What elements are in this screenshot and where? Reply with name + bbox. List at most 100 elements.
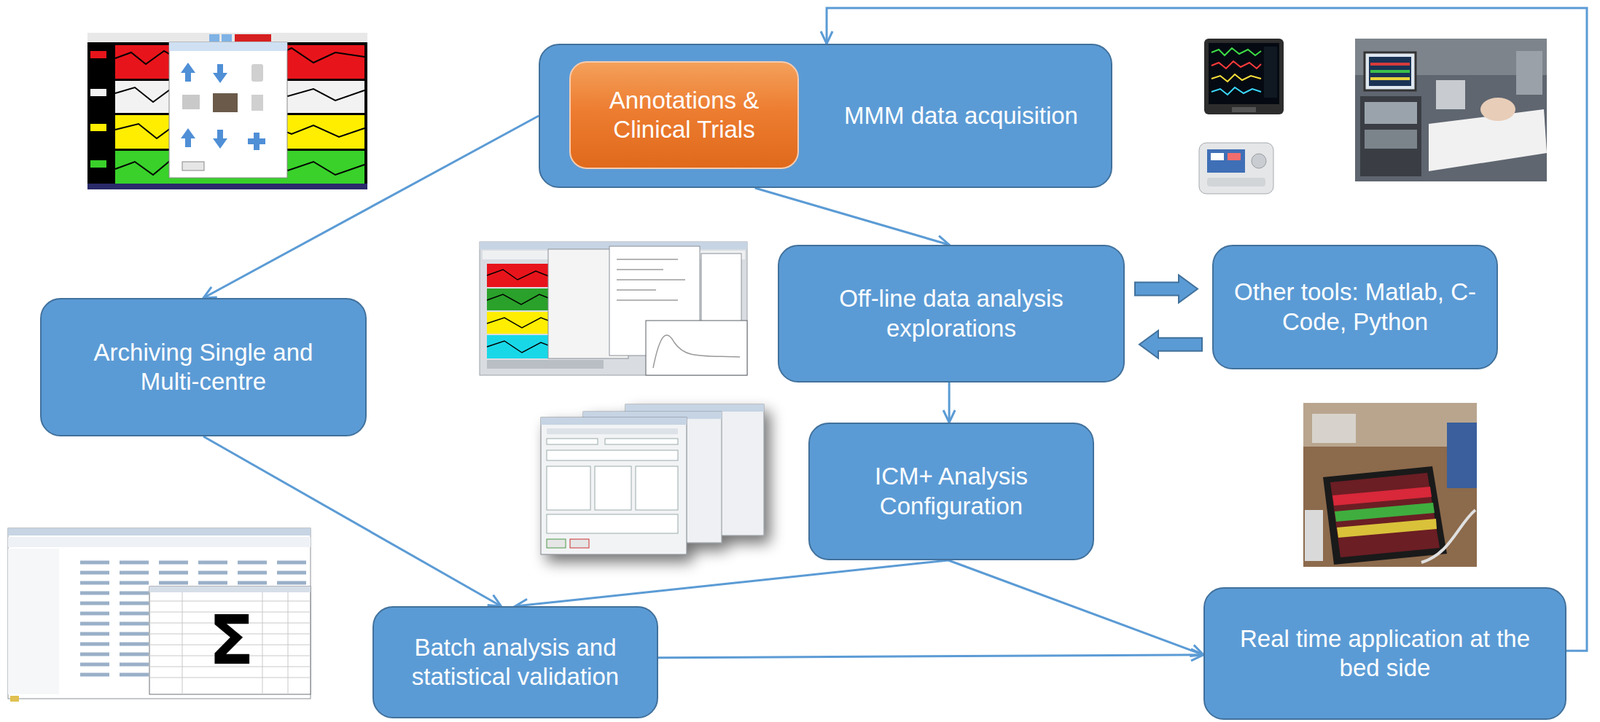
monitor-screenshot-part	[87, 183, 368, 190]
file-explorer-screenshot	[8, 528, 311, 702]
bedside-monitor-part	[1211, 87, 1262, 95]
process-box: Off-line data analysis explorations	[777, 244, 1125, 383]
file-explorer-screenshot-part	[10, 696, 19, 702]
file-grid-part	[80, 642, 154, 647]
file-grid-part	[80, 571, 311, 576]
box-label: ICM+ Analysis Configuration	[852, 462, 1050, 522]
configuration-dialogs-part	[546, 428, 678, 435]
monitor-screenshot-part	[87, 45, 114, 184]
icu-photo-part	[1364, 52, 1416, 91]
analysis-screenshot-part	[616, 290, 657, 291]
monitor-screenshot-part	[212, 64, 228, 84]
box-label: Other tools: Matlab, C-Code, Python	[1229, 277, 1482, 337]
process-box: Other tools: Matlab, C-Code, Python	[1212, 244, 1498, 370]
file-grid-part	[80, 581, 311, 586]
icu-photo-part	[1355, 38, 1547, 182]
bedside-photo-part	[1323, 466, 1447, 565]
spreadsheet-lines-part	[149, 601, 311, 603]
spreadsheet-lines-part	[182, 592, 183, 695]
connector	[515, 560, 949, 607]
analysis-screenshot-part	[616, 279, 686, 281]
file-explorer-screenshot-part	[149, 586, 311, 593]
bedside-monitor-part	[1211, 61, 1262, 69]
bedside-photo-part	[1332, 486, 1432, 506]
infusion-device-part	[1210, 153, 1224, 161]
bedside-monitor-part	[1231, 107, 1256, 113]
analysis-screenshot-part	[616, 300, 678, 302]
file-explorer-screenshot-part	[8, 537, 311, 548]
configuration-dialogs-part	[635, 466, 678, 511]
icu-photo-part	[1370, 69, 1410, 73]
bedside-monitor-part	[1211, 48, 1262, 56]
analysis-screenshot-part	[653, 335, 740, 369]
spreadsheet-lines-part	[262, 592, 264, 695]
bedside-photo-part	[1304, 510, 1324, 562]
process-box: ICM+ Analysis Configuration	[808, 422, 1095, 561]
bedside-photo-part	[1312, 414, 1356, 444]
infusion-device-part	[1227, 153, 1241, 161]
configuration-dialogs-part	[546, 438, 598, 445]
monitor-screenshot-part	[90, 160, 107, 168]
icu-photo	[1355, 38, 1547, 182]
monitor-screenshot-part	[87, 32, 368, 43]
box-label: Batch analysis and statistical validatio…	[387, 633, 643, 693]
box-label: MMM data acquisition	[844, 101, 1079, 131]
block-arrow	[1139, 330, 1203, 359]
connector	[203, 436, 501, 607]
connector	[658, 655, 1204, 659]
process-box: Batch analysis and statistical validatio…	[372, 606, 659, 719]
file-explorer-screenshot-part	[8, 528, 311, 536]
configuration-dialogs-part	[540, 417, 687, 555]
configuration-dialogs-part	[605, 438, 678, 445]
process-box: MMM data acquisition Annotations & Clinic…	[538, 43, 1113, 189]
box-label: Off-line data analysis explorations	[812, 284, 1090, 344]
file-grid-part	[80, 663, 154, 667]
configuration-dialogs	[540, 404, 764, 555]
configuration-dialogs-part	[540, 417, 687, 425]
bedside-monitor-part	[1204, 38, 1284, 115]
connector	[203, 115, 539, 299]
configuration-dialogs-part	[546, 450, 678, 461]
box-label: Annotations & Clinical Trials	[586, 86, 783, 146]
monitor-screenshot	[87, 32, 368, 190]
monitor-screenshot-part	[251, 64, 264, 82]
file-grid-part	[80, 632, 154, 637]
bedside-photo-part	[1303, 403, 1477, 568]
bedside-photo	[1303, 403, 1477, 568]
icu-photo-part	[1370, 62, 1410, 66]
icu-photo-part	[1360, 96, 1422, 177]
monitor-screenshot-part	[251, 94, 264, 111]
analysis-screenshot-part	[486, 360, 604, 369]
icu-photo-part	[1370, 77, 1410, 81]
spreadsheet-lines-part	[287, 592, 289, 695]
icu-photo-part	[1480, 97, 1516, 122]
icu-photo-part	[1435, 80, 1466, 110]
bedside-photo-part	[1336, 518, 1437, 538]
icu-photo-part	[1516, 51, 1543, 95]
file-grid-part	[80, 622, 154, 627]
file-grid-part	[80, 612, 154, 616]
analysis-screenshot-part	[616, 259, 678, 261]
process-box: Real time application at the bed side	[1203, 587, 1567, 721]
infusion-device	[1199, 142, 1274, 194]
analysis-screenshot-part	[479, 242, 748, 376]
bedside-monitor-part	[1263, 46, 1278, 98]
analysis-screenshot-part	[616, 269, 664, 271]
infusion-device-part	[1207, 149, 1246, 173]
highlight-box: Annotations & Clinical Trials	[569, 61, 799, 170]
monitor-screenshot-part	[209, 34, 220, 42]
monitor-screenshot-part	[169, 42, 288, 52]
monitor-screenshot-part	[90, 88, 107, 97]
file-grid-part	[80, 602, 154, 606]
monitor-screenshot-part	[234, 34, 272, 42]
analysis-screenshot	[479, 242, 748, 376]
monitor-screenshot-part	[221, 34, 232, 42]
bedside-monitor	[1204, 38, 1284, 115]
file-grid-part	[80, 561, 311, 565]
configuration-dialogs-part	[546, 514, 678, 534]
monitor-screenshot-part	[182, 161, 205, 171]
monitor-screenshot-part	[169, 42, 288, 178]
monitor-screenshot-part	[87, 32, 368, 190]
spreadsheet-lines-part	[149, 677, 311, 679]
